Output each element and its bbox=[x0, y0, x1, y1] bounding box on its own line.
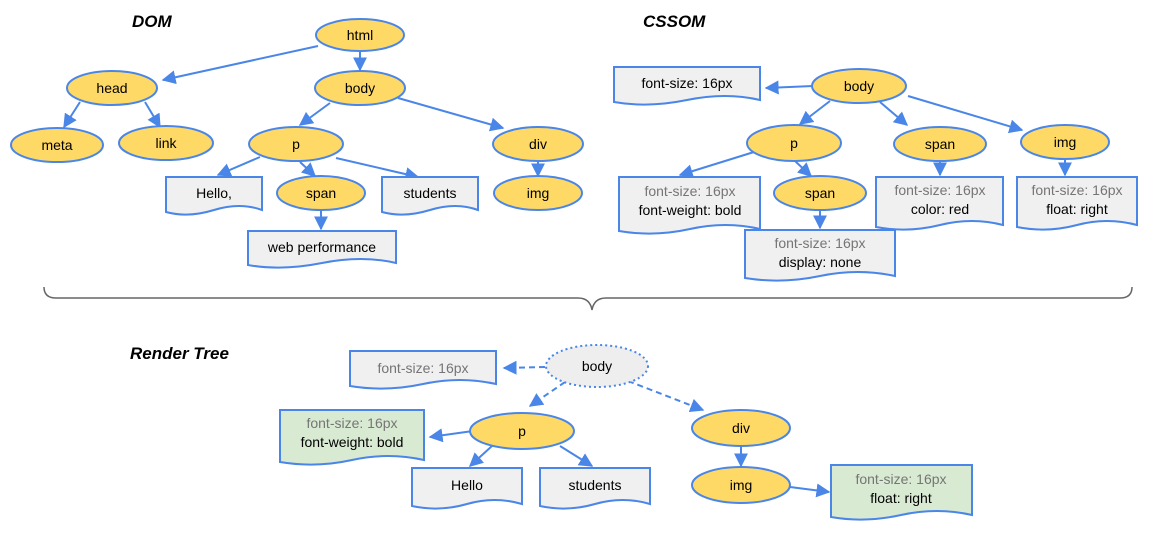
render-style-body bbox=[349, 350, 497, 390]
cssom-node-body-label: body bbox=[844, 78, 874, 94]
edge-render-img-style bbox=[789, 483, 831, 498]
dom-text-node-web-performance bbox=[247, 230, 397, 269]
cssom-style-span-child-line-2: display: none bbox=[779, 254, 862, 270]
dom-node-p bbox=[248, 126, 344, 162]
cssom-title: CSSOM bbox=[643, 12, 706, 31]
render-style-img-line-1: font-size: 16px bbox=[855, 471, 946, 487]
render-tree-title: Render Tree bbox=[130, 344, 229, 363]
edge-render-p-style bbox=[428, 428, 474, 443]
cssom-style-img-line-1: font-size: 16px bbox=[1031, 182, 1122, 198]
cssom-style-p bbox=[618, 176, 761, 235]
merge-brace bbox=[43, 286, 1133, 311]
edge-render-body-div bbox=[627, 380, 705, 412]
cssom-node-body bbox=[811, 68, 907, 104]
edge-body-p bbox=[298, 102, 331, 126]
render-tree: body p div img font-size: 16px font-size… bbox=[279, 344, 973, 521]
cssom-style-img bbox=[1016, 176, 1138, 231]
render-text-node-hello bbox=[411, 467, 523, 510]
render-node-p bbox=[469, 412, 575, 450]
dom-node-img-label: img bbox=[527, 185, 550, 201]
cssom-style-body-line: font-size: 16px bbox=[641, 75, 732, 91]
edge-cssom-body-style bbox=[764, 80, 814, 95]
edge-body-div bbox=[397, 97, 505, 132]
cssom-style-span-line-2: color: red bbox=[911, 201, 969, 217]
cssom-style-span-line-1: font-size: 16px bbox=[894, 182, 985, 198]
edge-render-body-p bbox=[528, 381, 566, 407]
cssom-node-p bbox=[746, 124, 842, 162]
render-node-img bbox=[691, 466, 791, 504]
cssom-node-span bbox=[893, 126, 987, 162]
cssom-node-img bbox=[1020, 124, 1110, 160]
dom-text-web-performance: web performance bbox=[267, 239, 376, 255]
edge-render-p-hello bbox=[468, 445, 493, 467]
cssom-node-span-child-label: span bbox=[805, 185, 835, 201]
dom-node-p-label: p bbox=[292, 136, 300, 152]
dom-node-head-label: head bbox=[96, 80, 127, 96]
render-node-img-label: img bbox=[730, 477, 753, 493]
edge-render-p-students bbox=[559, 445, 594, 467]
edge-cssom-body-p bbox=[798, 100, 831, 125]
cssom-node-p-label: p bbox=[790, 135, 798, 151]
edge-cssom-body-img bbox=[907, 95, 1024, 134]
dom-node-html-label: html bbox=[347, 27, 373, 43]
render-style-img bbox=[830, 464, 973, 521]
cssom-node-img-label: img bbox=[1054, 134, 1077, 150]
dom-node-span-label: span bbox=[306, 185, 336, 201]
dom-text-hello: Hello, bbox=[196, 185, 232, 201]
cssom-style-img-line-2: float: right bbox=[1046, 201, 1108, 217]
dom-node-div bbox=[492, 126, 584, 162]
cssom-style-span-child-line-1: font-size: 16px bbox=[774, 235, 865, 251]
dom-node-meta bbox=[10, 127, 104, 163]
edge-head-link bbox=[144, 101, 161, 129]
edge-head-meta bbox=[63, 101, 81, 129]
edge-cssom-p-span bbox=[794, 160, 813, 177]
render-style-img-line-2: float: right bbox=[870, 490, 932, 506]
render-text-node-students bbox=[539, 467, 651, 510]
render-style-body-line: font-size: 16px bbox=[377, 360, 468, 376]
cssom-style-body bbox=[613, 66, 761, 106]
dom-node-html bbox=[315, 18, 405, 52]
render-text-students: students bbox=[569, 477, 622, 493]
render-node-body-label: body bbox=[582, 358, 612, 374]
cssom-style-p-line-1: font-size: 16px bbox=[644, 183, 735, 199]
render-edges bbox=[428, 360, 831, 498]
dom-text-students: students bbox=[404, 185, 457, 201]
dom-node-link-label: link bbox=[155, 135, 177, 151]
dom-node-link bbox=[118, 125, 214, 161]
cssom-node-span-child bbox=[773, 175, 867, 211]
edge-html-head bbox=[161, 45, 319, 85]
render-node-body bbox=[545, 344, 649, 388]
render-node-p-label: p bbox=[518, 423, 526, 439]
dom-node-body-label: body bbox=[345, 80, 375, 96]
cssom-tree: body p span img span font-size: 16px fon… bbox=[613, 66, 1138, 282]
dom-tree: html head body meta link p div span img … bbox=[10, 18, 584, 269]
dom-text-node-students bbox=[381, 176, 479, 216]
dom-node-div-label: div bbox=[529, 136, 547, 152]
dom-node-meta-label: meta bbox=[41, 137, 72, 153]
cssom-style-p-line-2: font-weight: bold bbox=[639, 202, 742, 218]
edge-render-body-style bbox=[502, 360, 546, 375]
dom-node-img bbox=[493, 175, 583, 211]
cssom-node-span-label: span bbox=[925, 136, 955, 152]
render-style-p-line-1: font-size: 16px bbox=[306, 415, 397, 431]
dom-node-body bbox=[314, 70, 406, 106]
cssom-edges bbox=[678, 80, 1072, 230]
edge-cssom-body-span bbox=[879, 101, 909, 126]
dom-text-node-hello bbox=[165, 176, 263, 216]
edge-p-students bbox=[335, 157, 420, 181]
cssom-style-span-child bbox=[744, 229, 896, 282]
render-style-p-line-2: font-weight: bold bbox=[301, 434, 404, 450]
edge-p-span bbox=[299, 161, 317, 177]
render-node-div bbox=[691, 409, 791, 447]
dom-title: DOM bbox=[132, 12, 173, 31]
render-text-hello: Hello bbox=[451, 477, 483, 493]
render-node-div-label: div bbox=[732, 420, 750, 436]
dom-edges bbox=[63, 45, 545, 231]
dom-node-span bbox=[276, 175, 366, 211]
edge-p-hello bbox=[216, 156, 261, 177]
render-style-p bbox=[279, 409, 425, 466]
edge-cssom-p-style bbox=[678, 151, 755, 178]
dom-node-head bbox=[66, 70, 158, 106]
